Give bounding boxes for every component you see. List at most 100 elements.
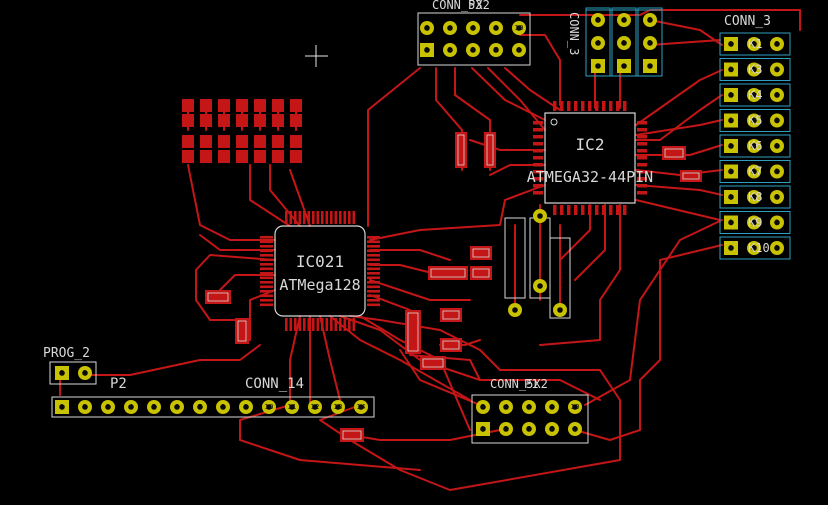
conn-right-pin[interactable]: 3 <box>770 113 784 128</box>
conn14-pin[interactable]: 14 <box>354 400 368 414</box>
conn14-pin[interactable]: 7 <box>193 400 207 414</box>
conn-bottom-pin[interactable]: 1 <box>476 422 490 436</box>
smd-pad[interactable] <box>455 132 467 168</box>
conn3-pin[interactable] <box>617 59 631 73</box>
conn-top-pin[interactable]: 5 <box>466 43 480 57</box>
conn14-pin[interactable]: 1 <box>55 400 69 414</box>
conn-right-pin[interactable]: 1 <box>724 139 738 153</box>
conn-right-pin[interactable]: 2 <box>747 241 761 255</box>
smd-pad[interactable] <box>440 338 462 352</box>
ic021-footprint[interactable]: IC021 ATMega128 <box>260 211 380 331</box>
conn-right-pin[interactable]: 1 <box>724 164 738 179</box>
conn-bottom-pin[interactable]: 4 <box>499 400 513 414</box>
smd-pad[interactable] <box>205 290 231 304</box>
resistor-pad[interactable] <box>508 303 522 317</box>
conn3-pin[interactable]: 2 <box>643 36 657 50</box>
smd-pad[interactable] <box>662 146 686 160</box>
resistor-pad[interactable] <box>533 209 547 223</box>
conn-right-pin[interactable]: 3 <box>770 241 784 255</box>
smd-pad[interactable] <box>340 428 364 442</box>
conn-bottom-pin[interactable]: 8 <box>545 400 559 414</box>
conn-right-pin[interactable]: 2 <box>747 139 761 153</box>
conn3-pin[interactable] <box>591 59 605 73</box>
conn14-pin[interactable]: 13 <box>331 400 345 414</box>
conn-right-pin[interactable]: 2 <box>747 88 761 102</box>
conn-bottom-pin[interactable]: 7 <box>545 422 559 436</box>
smd-pad[interactable] <box>470 266 492 280</box>
smd-pad[interactable] <box>420 356 446 370</box>
conn-right-pin[interactable]: 3 <box>770 37 784 51</box>
conn-bottom-pin[interactable]: 6 <box>522 400 536 414</box>
ic2-footprint[interactable]: IC2 ATMEGA32-44PIN <box>527 101 653 215</box>
conn-bottom-pin[interactable]: 2 <box>476 400 490 414</box>
conn3-pin[interactable]: 5 <box>591 13 605 27</box>
conn-bottom-pin[interactable]: 10 <box>568 400 582 414</box>
conn-top-pin[interactable]: 9 <box>512 43 526 57</box>
conn-top-pin[interactable]: 7 <box>489 43 503 57</box>
prog-pin[interactable]: 1 <box>55 366 69 380</box>
conn-right-pin[interactable]: 3 <box>770 62 784 77</box>
conn14-pin[interactable]: 2 <box>78 400 92 414</box>
conn-right-pin[interactable]: 3 <box>770 88 784 102</box>
smd-pad[interactable] <box>440 308 462 322</box>
smd-pad[interactable] <box>235 318 249 344</box>
conn14-pin[interactable]: 11 <box>285 400 299 414</box>
conn-right-pin[interactable]: 3 <box>770 190 784 204</box>
smd-pad[interactable] <box>405 310 421 354</box>
conn3-pin[interactable]: 4 <box>591 36 605 50</box>
conn-right-pin[interactable]: 2 <box>747 113 761 128</box>
smd-pad[interactable] <box>428 266 468 280</box>
conn-right-pin[interactable]: 3 <box>770 139 784 153</box>
conn3-pin[interactable] <box>643 59 657 73</box>
conn-top-pin[interactable]: 6 <box>466 21 480 35</box>
conn-right-pin[interactable]: 1 <box>724 190 738 204</box>
smd-parts[interactable] <box>205 132 702 442</box>
conn-top-pin[interactable]: 2 <box>420 21 434 35</box>
conn-top-pin[interactable]: 4 <box>443 21 457 35</box>
conn-right-pin[interactable]: 2 <box>747 164 761 179</box>
smd-pad[interactable] <box>484 132 496 168</box>
conn-right-pin[interactable]: 3 <box>770 164 784 179</box>
conn14-pin[interactable]: 5 <box>147 400 161 414</box>
conn-right-pin[interactable]: 1 <box>724 113 738 128</box>
conn14-pin[interactable]: 6 <box>170 400 184 414</box>
conn14-pin[interactable]: 8 <box>216 400 230 414</box>
resistor-array[interactable] <box>182 99 302 163</box>
conn-right-pin[interactable]: 2 <box>747 62 761 77</box>
conn-right-pin[interactable]: 1 <box>724 241 738 255</box>
conn-top-pin[interactable]: 8 <box>489 21 503 35</box>
conn-bottom-pin[interactable]: 3 <box>499 422 513 436</box>
conn-right-pin[interactable]: 1 <box>724 215 738 230</box>
conn14-pin[interactable]: 12 <box>308 400 322 414</box>
conn-bottom-pin[interactable]: 5 <box>522 422 536 436</box>
conn-right-pin[interactable]: 1 <box>724 37 738 51</box>
conn-right-pin[interactable]: 1 <box>724 88 738 102</box>
conn-top-pin[interactable]: 1 <box>420 43 434 57</box>
conn3-pin[interactable]: 6 <box>617 13 631 27</box>
conn-bottom-pin[interactable]: 9 <box>568 422 582 436</box>
smd-pad[interactable] <box>470 246 492 260</box>
resistor-pad[interactable] <box>533 279 547 293</box>
conn-right-pin[interactable]: 2 <box>747 215 761 230</box>
conn-right-ref: K9 <box>748 216 762 230</box>
conn3-pin[interactable]: 1 <box>617 36 631 50</box>
conn3-pin[interactable]: 3 <box>643 13 657 27</box>
conn14-pin[interactable]: 10 <box>262 400 276 414</box>
conn-right-pin[interactable]: 3 <box>770 215 784 230</box>
conn-right-pin[interactable]: 1 <box>724 62 738 77</box>
conn14-pin[interactable]: 9 <box>239 400 253 414</box>
conn-top-pin[interactable]: 10 <box>512 21 526 35</box>
conn-top-pin[interactable]: 3 <box>443 43 457 57</box>
conn14-pin[interactable]: 3 <box>101 400 115 414</box>
conn-right-pin[interactable]: 2 <box>747 190 761 204</box>
resistor-pad[interactable] <box>553 303 567 317</box>
conn14-pin[interactable]: 4 <box>124 400 138 414</box>
prog-pin[interactable]: 2 <box>78 366 92 380</box>
conn-right-pin[interactable]: 2 <box>747 37 761 51</box>
